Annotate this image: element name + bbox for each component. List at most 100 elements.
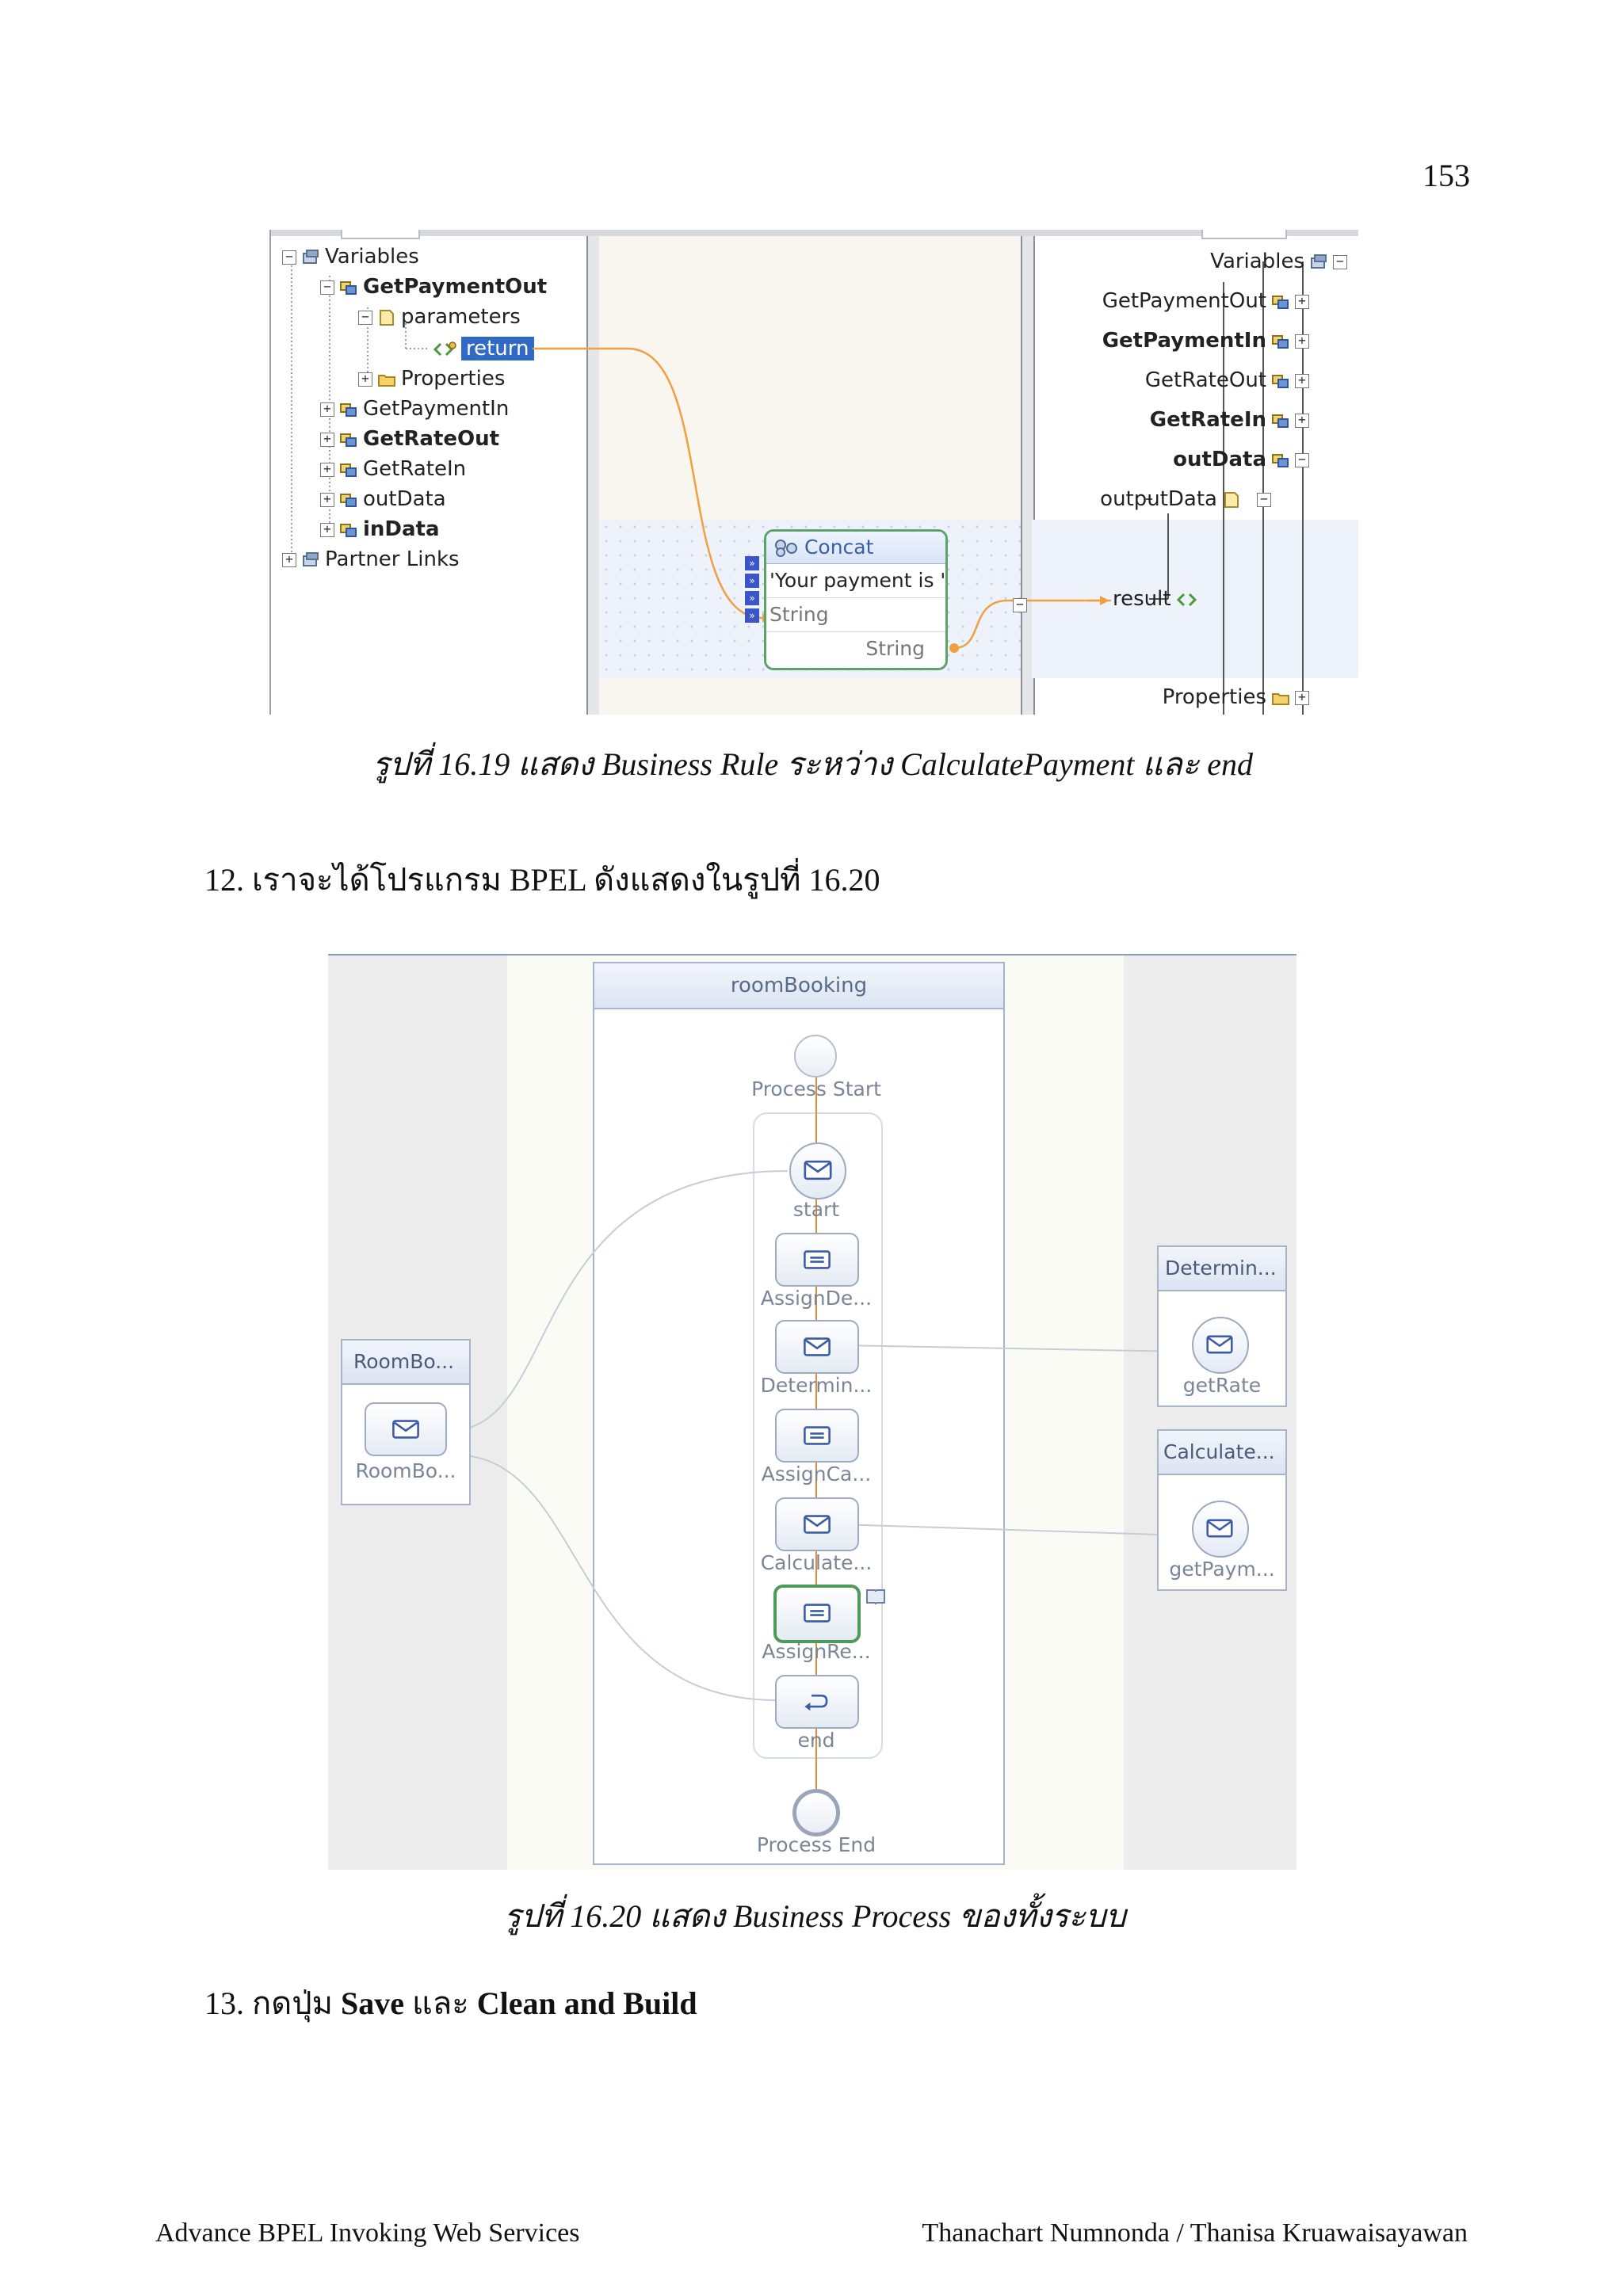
right-row-getrateout[interactable]: GetRateOut + bbox=[1145, 366, 1309, 395]
partner-link-roombooking[interactable]: RoomBo... RoomBo... bbox=[341, 1339, 471, 1505]
receive-link bbox=[448, 1170, 789, 1432]
envelope-icon bbox=[1206, 1335, 1233, 1354]
port-icon[interactable]: » bbox=[745, 574, 759, 588]
tree-label-variables: Variables bbox=[325, 245, 419, 269]
collapse-icon[interactable]: − bbox=[1013, 597, 1027, 612]
expand-icon[interactable]: + bbox=[1295, 690, 1309, 705]
expand-icon[interactable]: + bbox=[320, 492, 334, 507]
right-tab-stub[interactable] bbox=[1201, 230, 1287, 239]
concat-arg1[interactable]: 'Your payment is ' bbox=[766, 564, 945, 598]
message-variable-icon bbox=[340, 402, 357, 417]
right-row-getpaymentout[interactable]: GetPaymentOut+ bbox=[1102, 287, 1309, 315]
right-row-outdata[interactable]: outData − bbox=[1173, 445, 1309, 474]
invoke-activity[interactable] bbox=[775, 1497, 859, 1551]
tree-row-return[interactable]: return bbox=[428, 334, 534, 363]
port-icon[interactable]: » bbox=[745, 608, 759, 623]
concat-arg2[interactable]: String bbox=[766, 598, 945, 632]
message-variable-icon bbox=[340, 463, 357, 477]
collapse-icon[interactable]: − bbox=[1295, 452, 1309, 467]
expand-icon[interactable]: + bbox=[282, 552, 296, 567]
tree-row-partner-links[interactable]: +Partner Links bbox=[282, 545, 460, 574]
expand-icon[interactable]: + bbox=[320, 462, 334, 477]
part-icon bbox=[1224, 491, 1239, 508]
result-collapse[interactable]: − bbox=[1013, 593, 1027, 616]
concat-functoid[interactable]: Concat 'Your payment is ' String String bbox=[764, 529, 948, 670]
step-13-clean-build: Clean and Build bbox=[476, 1985, 697, 2021]
partner-link-calculate[interactable]: Calculate... getPaym... bbox=[1157, 1429, 1287, 1591]
invoke-getpayment-link bbox=[839, 1524, 1185, 1536]
output-port-icon[interactable] bbox=[949, 643, 959, 653]
tree-row-getpaymentin[interactable]: +GetPaymentIn bbox=[320, 395, 509, 423]
collapse-icon[interactable]: − bbox=[1333, 254, 1347, 269]
collapse-icon[interactable]: − bbox=[282, 250, 296, 265]
process-end-label: Process End bbox=[756, 1833, 876, 1856]
footer-left: Advance BPEL Invoking Web Services bbox=[155, 2218, 580, 2248]
expand-icon[interactable]: + bbox=[358, 372, 372, 387]
folder-icon bbox=[1272, 692, 1289, 705]
business-process-figure: roomBooking Process Start start bbox=[328, 954, 1296, 1870]
activity-label-start: start bbox=[792, 1198, 840, 1221]
message-variable-icon bbox=[340, 433, 357, 447]
partner-link-determine[interactable]: Determin... getRate bbox=[1157, 1245, 1287, 1407]
message-variable-icon bbox=[1272, 374, 1289, 388]
activity-label-assignde: AssignDe... bbox=[760, 1287, 873, 1310]
expand-icon[interactable]: + bbox=[1295, 413, 1309, 428]
assign-activity[interactable] bbox=[775, 1409, 859, 1463]
tree-row-properties[interactable]: +Properties bbox=[358, 364, 505, 393]
expand-icon[interactable]: + bbox=[320, 402, 334, 417]
part-icon bbox=[380, 309, 394, 326]
left-tab-stub[interactable] bbox=[341, 230, 420, 239]
partner-operation[interactable] bbox=[1192, 1501, 1249, 1558]
tree-row-variables[interactable]: − Variables bbox=[282, 242, 419, 271]
partner-link-header: RoomBo... bbox=[342, 1341, 469, 1385]
message-variable-icon bbox=[340, 493, 357, 507]
right-splitter[interactable] bbox=[1021, 236, 1035, 715]
port-icon[interactable]: » bbox=[745, 556, 759, 570]
right-row-getratein[interactable]: GetRateIn+ bbox=[1150, 406, 1309, 434]
right-label-getrateout: GetRateOut bbox=[1144, 368, 1266, 392]
partner-link-title: RoomBo... bbox=[353, 1350, 455, 1373]
expand-icon[interactable]: + bbox=[1295, 294, 1309, 309]
reply-activity[interactable] bbox=[775, 1675, 859, 1729]
collapse-icon[interactable]: − bbox=[320, 280, 334, 295]
tree-row-getpaymentout[interactable]: −GetPaymentOut bbox=[320, 273, 547, 301]
partner-operation-label: RoomBo... bbox=[355, 1459, 456, 1482]
expand-icon[interactable]: + bbox=[320, 522, 334, 537]
step-12-text: 12. เราจะได้โปรแกรม BPEL ดังแสดงในรูปที่… bbox=[204, 862, 880, 898]
right-label-result: result bbox=[1113, 587, 1171, 611]
partner-operation[interactable] bbox=[365, 1402, 447, 1456]
sequence-scope[interactable] bbox=[753, 1112, 883, 1759]
tree-row-parameters[interactable]: −parameters bbox=[358, 303, 521, 331]
invoke-activity[interactable] bbox=[775, 1320, 859, 1374]
expand-icon[interactable]: + bbox=[1295, 334, 1309, 349]
right-row-getpaymentin[interactable]: GetPaymentIn+ bbox=[1102, 326, 1309, 355]
step-13-prefix: 13. กดปุ่ม bbox=[204, 1985, 341, 2021]
reply-link bbox=[453, 1454, 777, 1701]
expand-icon[interactable]: + bbox=[1295, 373, 1309, 388]
right-label-outdata: outData bbox=[1173, 448, 1266, 471]
assign-activity[interactable] bbox=[775, 1233, 859, 1287]
assign-activity-selected[interactable] bbox=[773, 1585, 861, 1643]
tree-row-getrateout[interactable]: +GetRateOut bbox=[320, 425, 499, 453]
assign-icon bbox=[804, 1604, 831, 1623]
right-row-properties[interactable]: Properties + bbox=[1163, 683, 1309, 711]
collapse-icon[interactable]: − bbox=[358, 310, 372, 325]
element-icon bbox=[1176, 593, 1197, 606]
partner-link-title: Determin... bbox=[1165, 1257, 1277, 1280]
collapse-icon[interactable]: − bbox=[1257, 492, 1271, 507]
envelope-icon bbox=[804, 1515, 831, 1534]
process-end-icon[interactable] bbox=[792, 1789, 840, 1836]
book-icon[interactable] bbox=[865, 1588, 886, 1605]
expand-icon[interactable]: + bbox=[320, 432, 334, 447]
right-row-outputdata[interactable]: outputData− bbox=[1100, 485, 1271, 513]
tree-row-indata[interactable]: +inData bbox=[320, 515, 440, 543]
port-icon[interactable]: » bbox=[745, 591, 759, 605]
right-row-result[interactable]: result bbox=[1113, 585, 1205, 613]
tree-row-getratein[interactable]: +GetRateIn bbox=[320, 455, 466, 483]
right-row-variables[interactable]: Variables− bbox=[1210, 247, 1347, 276]
partner-operation[interactable] bbox=[1192, 1317, 1249, 1374]
tree-row-outdata[interactable]: +outData bbox=[320, 485, 446, 513]
process-start-icon[interactable] bbox=[794, 1035, 837, 1077]
receive-activity[interactable] bbox=[789, 1142, 846, 1199]
right-label-properties: Properties bbox=[1162, 685, 1266, 709]
